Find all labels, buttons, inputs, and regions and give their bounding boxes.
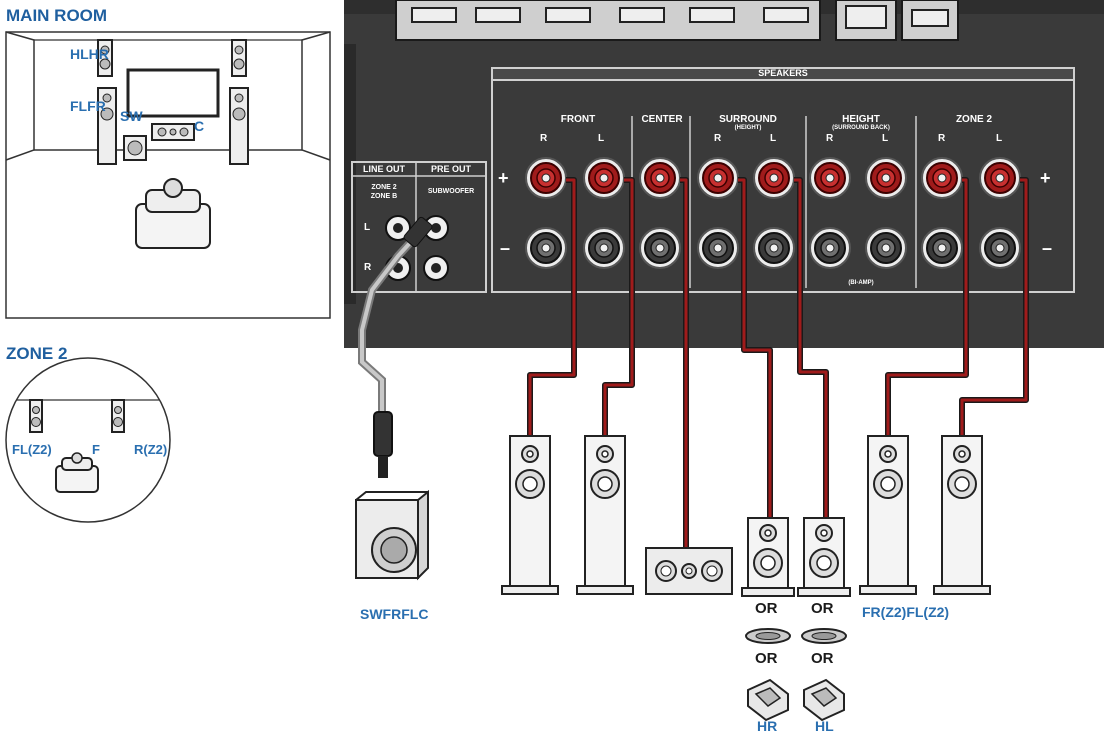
label-hlhr: HLHR xyxy=(70,46,109,62)
zone2-illustration xyxy=(5,357,171,523)
ceiling-speaker-right xyxy=(745,628,791,644)
or-right-2: OR xyxy=(755,650,778,667)
label-hr: HR xyxy=(757,718,778,734)
speakers-heading: SPEAKERS xyxy=(758,68,808,78)
surround-l: L xyxy=(770,133,777,144)
label-flfr: FLFR xyxy=(70,98,106,114)
ceiling-speaker-left xyxy=(801,628,847,644)
subwoofer-cable xyxy=(358,216,433,478)
receiver-back-panel xyxy=(344,0,1104,348)
surround-heading: SURROUND xyxy=(719,114,777,125)
line-out-l: L xyxy=(364,222,371,233)
plus-right: + xyxy=(1040,168,1051,188)
zone2-title: ZONE 2 xyxy=(6,344,68,363)
or-right-1: OR xyxy=(755,600,778,617)
center-speaker xyxy=(645,547,733,595)
label-r-z2: R(Z2) xyxy=(134,442,168,457)
front-r: R xyxy=(540,133,548,144)
height-right-speaker xyxy=(747,517,789,589)
line-out-r: R xyxy=(364,262,372,273)
zone2-heading: ZONE 2 xyxy=(955,114,993,125)
label-frfl-z2: FR(Z2)FL(Z2) xyxy=(862,604,950,620)
height-heading: HEIGHT xyxy=(842,114,880,125)
surround-r: R xyxy=(714,133,722,144)
subwoofer-heading: SUBWOOFER xyxy=(427,188,475,195)
zone2-b-line1: ZONE 2 xyxy=(371,184,397,191)
label-swfrflc: SWFRFLC xyxy=(360,606,429,622)
or-left-1: OR xyxy=(811,600,834,617)
label-sw: SW xyxy=(120,108,143,124)
or-left-2: OR xyxy=(811,650,834,667)
dolby-module-right xyxy=(747,679,789,721)
plus-left: + xyxy=(498,168,509,188)
zone2-right-speaker xyxy=(859,435,917,595)
speaker-cables xyxy=(527,177,1029,548)
height-r: R xyxy=(826,133,834,144)
zone2-b-line2: ZONE B xyxy=(370,193,398,200)
pre-out-heading: PRE OUT xyxy=(430,164,471,174)
height-l: L xyxy=(882,133,889,144)
front-l: L xyxy=(598,133,605,144)
subwoofer-speaker xyxy=(355,489,429,581)
label-hl: HL xyxy=(815,718,834,734)
height-sub: (SURROUND BACK) xyxy=(832,125,890,131)
minus-left: – xyxy=(500,238,511,258)
zone2-l: L xyxy=(996,133,1003,144)
center-heading: CENTER xyxy=(641,114,683,125)
line-out-heading: LINE OUT xyxy=(363,164,405,174)
zone2-left-speaker xyxy=(933,435,991,595)
label-f: F xyxy=(92,442,100,457)
label-c: C xyxy=(194,118,205,134)
zone2-r: R xyxy=(938,133,946,144)
front-heading: FRONT xyxy=(560,114,596,125)
label-fl-z2: FL(Z2) xyxy=(12,442,52,457)
surround-sub: (HEIGHT) xyxy=(734,125,762,131)
main-room-title: MAIN ROOM xyxy=(6,6,108,25)
minus-right: – xyxy=(1042,238,1053,258)
front-left-speaker xyxy=(576,435,634,595)
height-left-speaker xyxy=(803,517,845,589)
main-room-illustration xyxy=(5,31,331,319)
front-right-speaker xyxy=(501,435,559,595)
bi-amp-label: (BI-AMP) xyxy=(848,280,874,286)
dolby-module-left xyxy=(803,679,845,721)
